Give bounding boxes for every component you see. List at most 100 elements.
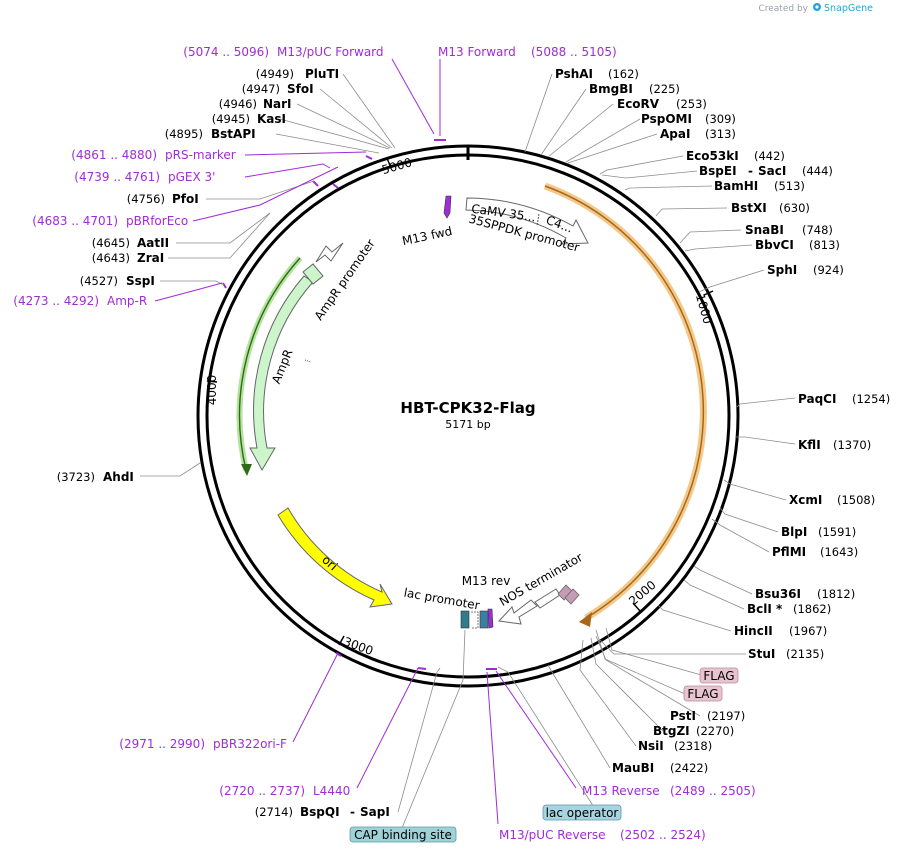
lac-operator-label[interactable]: lac operator [542, 804, 622, 821]
site-label-apai[interactable]: ApaI (313) [660, 127, 736, 141]
site-label-ahdi[interactable]: (3723) AhdI [57, 470, 134, 484]
site-label-btgzi[interactable]: BtgZI (2270) [653, 724, 734, 738]
svg-text:StuI: StuI [748, 647, 775, 661]
primer-label-pbrforeco[interactable]: (4683 .. 4701) pBRforEco [32, 214, 188, 228]
svg-text:M13/pUC Reverse: M13/pUC Reverse [499, 828, 606, 842]
site-label-pflmi[interactable]: PflMI (1643) [772, 545, 858, 559]
cap-binding-site-label[interactable]: CAP binding site [349, 826, 457, 843]
site-label-paqci[interactable]: PaqCI (1254) [798, 392, 890, 406]
site-label-ecorv[interactable]: EcoRV (253) [617, 97, 707, 111]
site-label-kfli[interactable]: KflI (1370) [798, 438, 871, 452]
svg-text:pBRforEco: pBRforEco [126, 214, 188, 228]
site-label-snabi[interactable]: SnaBI (748) [745, 223, 833, 237]
svg-text:MauBI: MauBI [612, 761, 654, 775]
site-label-zrai[interactable]: (4643) ZraI [92, 251, 164, 265]
svg-text:(4945): (4945) [212, 112, 250, 126]
svg-text:(2714): (2714) [255, 805, 293, 819]
svg-text:(2720 .. 2737): (2720 .. 2737) [219, 784, 305, 798]
ampr-feature[interactable] [249, 275, 314, 472]
lac-promoter-label: lac promoter [403, 586, 481, 613]
site-label-pfoi[interactable]: (4756) PfoI [127, 192, 199, 206]
primer-label-m13-reverse[interactable]: M13 Reverse (2489 .. 2505) [582, 784, 756, 798]
svg-text:SnaBI: SnaBI [745, 223, 784, 237]
site-label-sphi[interactable]: SphI (924) [767, 263, 844, 277]
lac-promoter-feature[interactable] [471, 611, 479, 629]
svg-text:(2422): (2422) [670, 761, 708, 775]
svg-text:Amp-R: Amp-R [107, 294, 147, 308]
svg-text:(253): (253) [676, 97, 707, 111]
primer-label-m13-puc-reverse[interactable]: M13/pUC Reverse (2502 .. 2524) [499, 828, 706, 842]
site-label-bstxi[interactable]: BstXI (630) [731, 201, 810, 215]
site-label-xcmi[interactable]: XcmI (1508) [789, 493, 875, 507]
svg-text:PluTI: PluTI [305, 67, 339, 81]
site-label-maubi[interactable]: MauBI (2422) [612, 761, 708, 775]
svg-text:(2971 .. 2990): (2971 .. 2990) [119, 737, 205, 751]
primer-label-l4440[interactable]: (2720 .. 2737) L4440 [219, 784, 350, 798]
site-label-stui[interactable]: StuI (2135) [748, 647, 824, 661]
svg-text:(1643): (1643) [820, 545, 858, 559]
primer-label-m13-forward[interactable]: M13 Forward (5088 .. 5105) [438, 45, 617, 59]
m13-rev-feature[interactable] [487, 608, 494, 629]
site-label-bsu36i[interactable]: Bsu36I (1812) [755, 587, 855, 601]
svg-text:(2270): (2270) [696, 724, 734, 738]
svg-text:(5074 .. 5096): (5074 .. 5096) [183, 45, 269, 59]
site-label-pspomi[interactable]: PspOMI (309) [641, 112, 736, 126]
camv-35s-promoter-feature[interactable] [465, 197, 589, 245]
site-label-bcli[interactable]: BclI * (1862) [747, 602, 831, 616]
svg-text:(309): (309) [705, 112, 736, 126]
svg-text:(630): (630) [779, 201, 810, 215]
site-label-blpi[interactable]: BlpI (1591) [781, 525, 856, 539]
svg-text:CAP binding site: CAP binding site [354, 828, 452, 842]
site-label-psti[interactable]: PstI (2197) [670, 709, 745, 723]
svg-text:(4861 .. 4880): (4861 .. 4880) [71, 148, 157, 162]
svg-text:lac operator: lac operator [546, 806, 619, 820]
svg-text:KflI: KflI [798, 438, 821, 452]
site-label-pshai[interactable]: PshAI (162) [555, 67, 639, 81]
site-label-pluti[interactable]: (4949) PluTI [256, 67, 339, 81]
primer-marks [222, 139, 497, 670]
lac-operator-feature[interactable] [479, 610, 489, 629]
svg-text:EcoRV: EcoRV [617, 97, 660, 111]
svg-text:SspI: SspI [126, 274, 155, 288]
svg-text:BbvCI: BbvCI [755, 238, 794, 252]
ampr-promoter-feature[interactable] [302, 263, 324, 285]
site-label-bbvci[interactable]: BbvCI (813) [755, 238, 840, 252]
primer-label-pbr322ori-f[interactable]: (2971 .. 2990) pBR322ori-F [119, 737, 287, 751]
svg-text:(2135): (2135) [786, 647, 824, 661]
primer-label-amp-r[interactable]: (4273 .. 4292) Amp-R [13, 294, 147, 308]
primer-label-pgex-3[interactable]: (4739 .. 4761) pGEX 3' [74, 170, 215, 184]
site-label-eco53ki[interactable]: Eco53kI (442) [686, 149, 785, 163]
flag-label-1[interactable]: FLAG [699, 667, 739, 684]
svg-text:(4756): (4756) [127, 192, 165, 206]
svg-text:(162): (162) [608, 67, 639, 81]
site-label-aatii[interactable]: (4645) AatII [92, 236, 169, 250]
site-label-sfoi[interactable]: (4947) SfoI [242, 82, 314, 96]
svg-text:(4946): (4946) [219, 97, 257, 111]
site-label-bmgbi[interactable]: BmgBI (225) [589, 82, 680, 96]
ampr-promoter-arrow [315, 242, 344, 263]
site-label-nsii[interactable]: NsiI (2318) [638, 739, 712, 753]
svg-text:PaqCI: PaqCI [798, 392, 836, 406]
site-label-bstapi[interactable]: (4895) BstAPI [165, 127, 256, 141]
flag-feature-2[interactable] [564, 588, 580, 605]
ori-feature[interactable] [277, 507, 393, 608]
primer-label-prs-marker[interactable]: (4861 .. 4880) pRS-marker [71, 148, 235, 162]
svg-text:(444): (444) [802, 164, 833, 178]
svg-text:ZraI: ZraI [137, 251, 164, 265]
site-label-hincii[interactable]: HincII (1967) [734, 624, 827, 638]
svg-text:(4645): (4645) [92, 236, 130, 250]
site-label-bamhi[interactable]: BamHI (513) [714, 179, 805, 193]
primer-label-m13-puc-forward[interactable]: (5074 .. 5096) M13/pUC Forward [183, 45, 383, 59]
site-label-kasi[interactable]: (4945) KasI [212, 112, 286, 126]
site-label-sspi[interactable]: (4527) SspI [80, 274, 155, 288]
scale-ticks [206, 157, 714, 646]
m13-fwd-feature[interactable] [443, 195, 452, 219]
flag-label-2[interactable]: FLAG [683, 685, 723, 702]
site-label-bspei-saci[interactable]: BspEI - SacI (444) [699, 164, 833, 178]
svg-text:SapI: SapI [360, 805, 390, 819]
svg-text:BstXI: BstXI [731, 201, 767, 215]
site-label-bspqi-sapi[interactable]: (2714) BspQI - SapI [255, 805, 390, 819]
cap-binding-site-feature[interactable] [460, 610, 470, 629]
site-label-nari[interactable]: (4946) NarI [219, 97, 292, 111]
